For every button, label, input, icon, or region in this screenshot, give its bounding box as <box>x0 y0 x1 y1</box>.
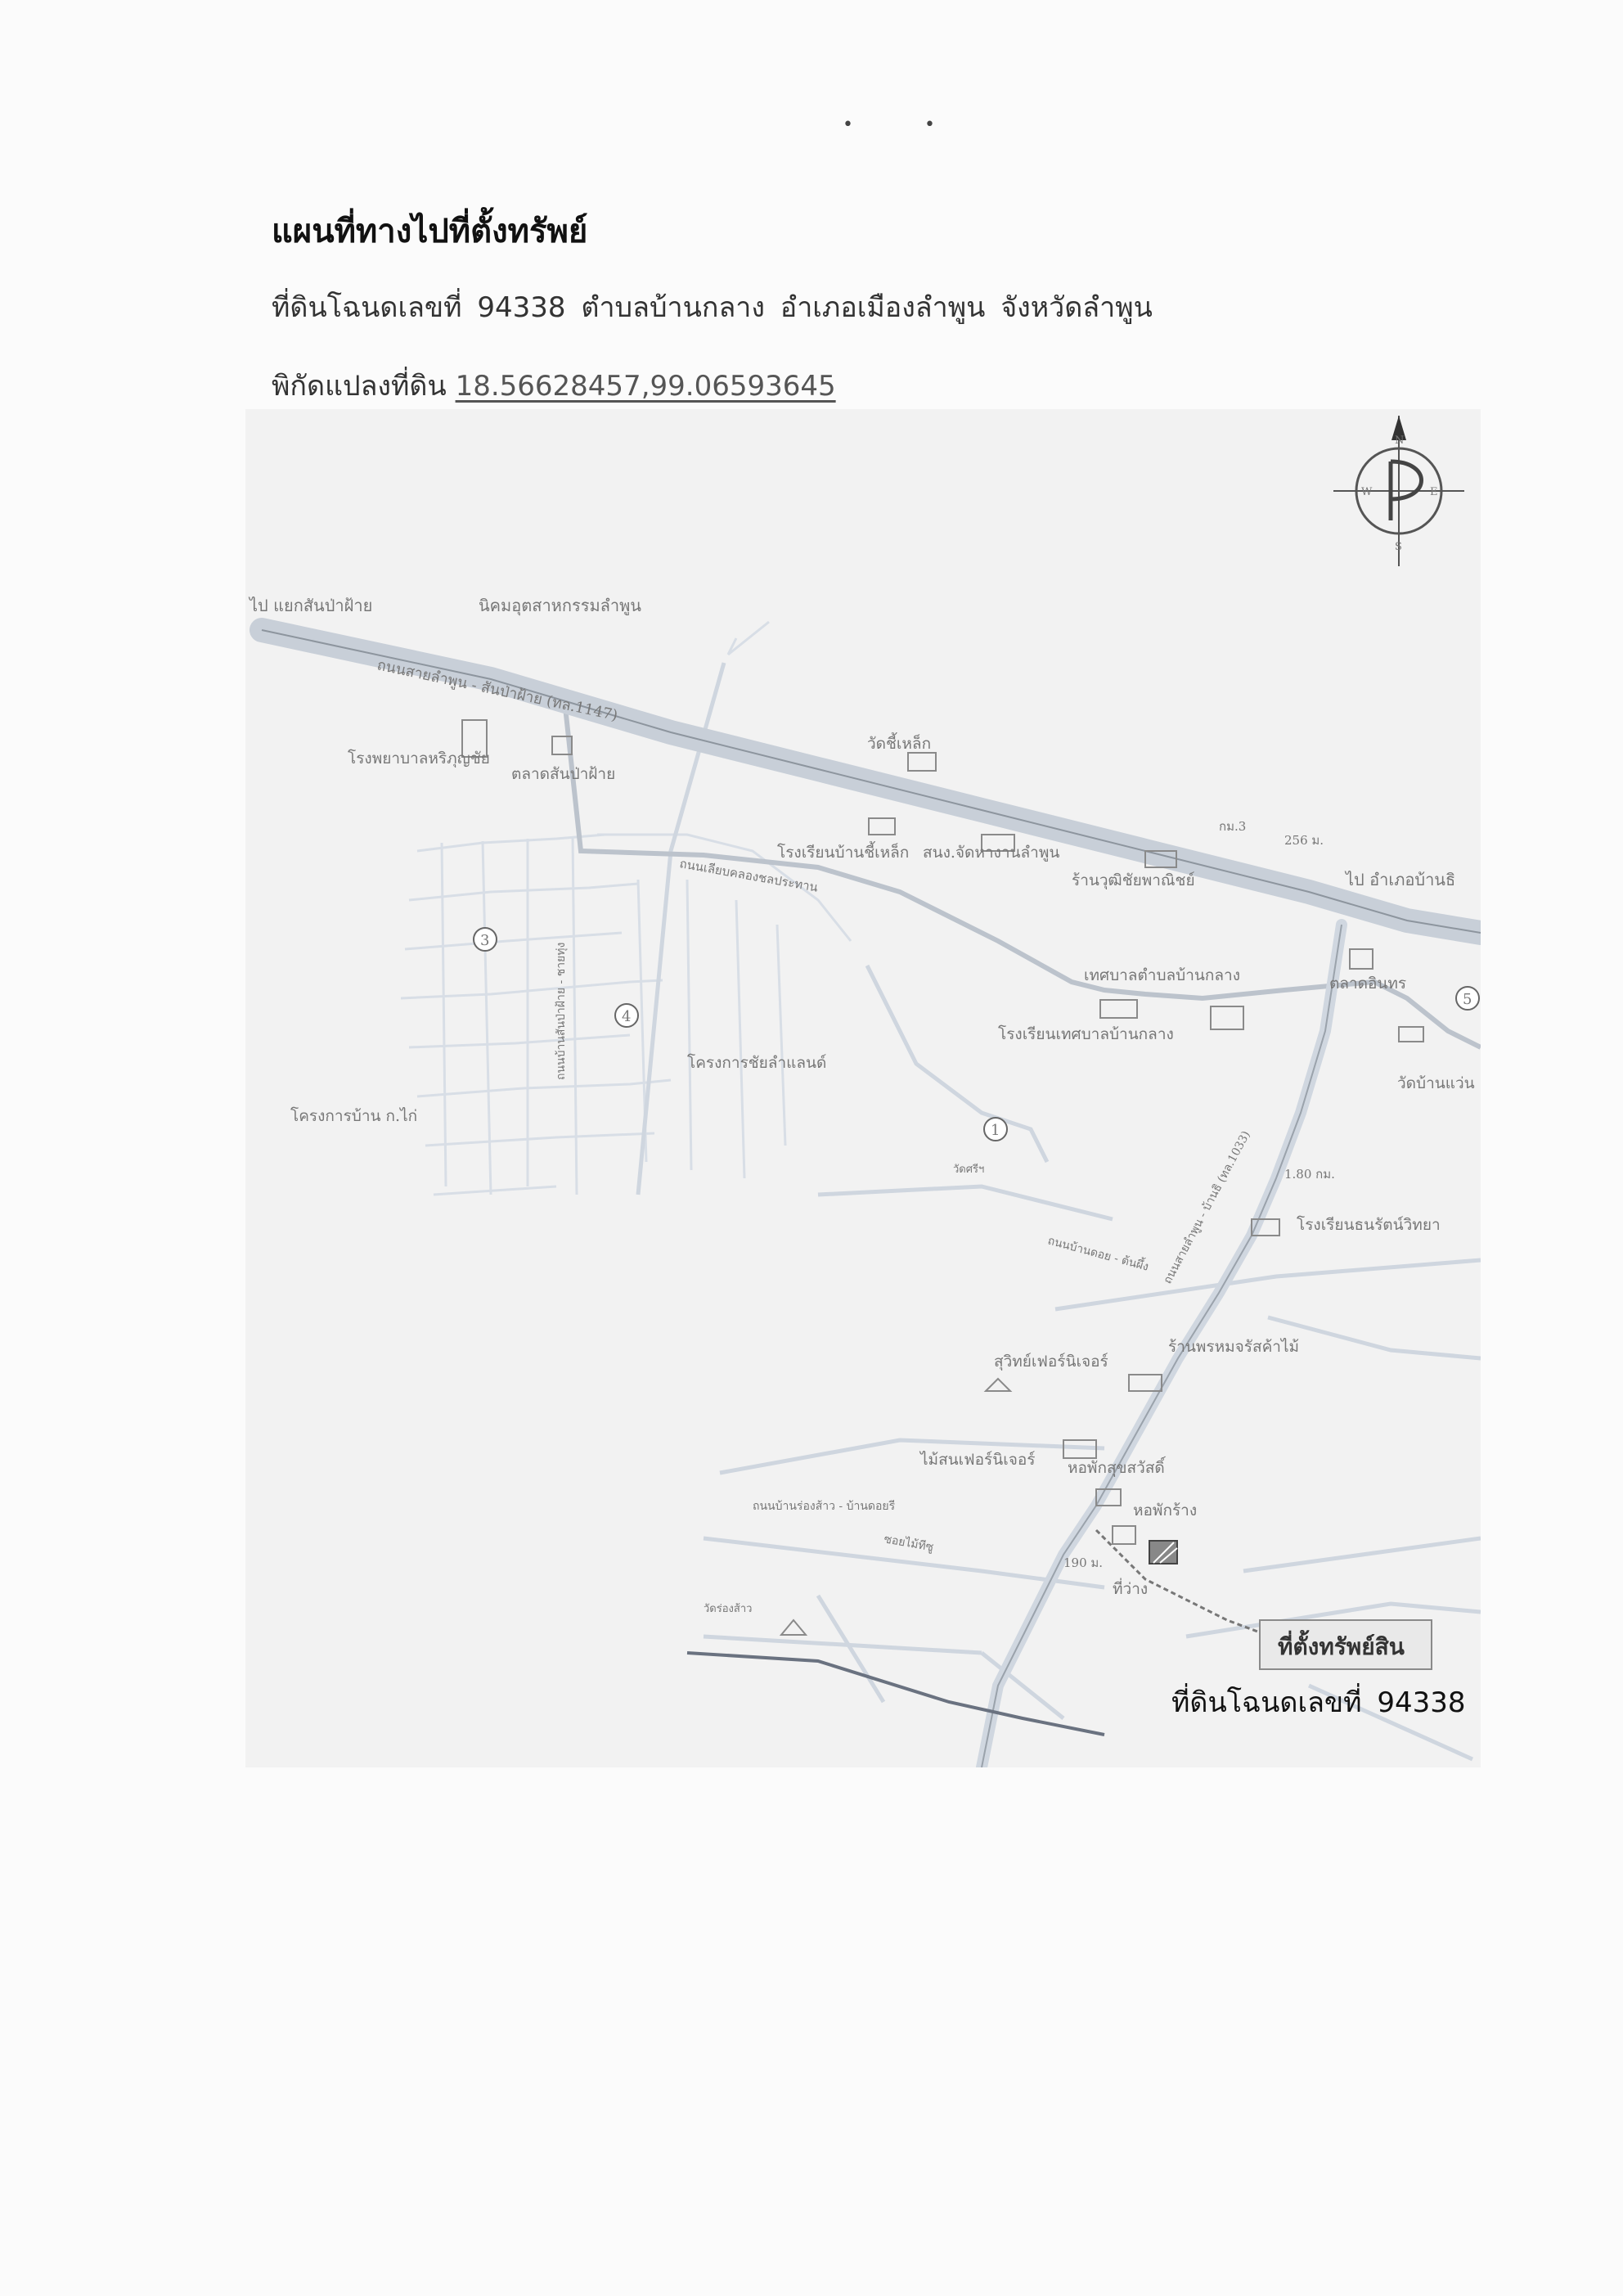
property-label-box <box>1259 1619 1432 1670</box>
label-market-inthon: ตลาดอินทร <box>1329 975 1406 993</box>
label-project-chaiyaland: โครงการชัยลำแลนด์ <box>687 1053 826 1072</box>
label-labor-office: สนง.จัดหางานลำพูน <box>923 844 1059 862</box>
page-title: แผนที่ทางไปที่ตั้งทรัพย์ <box>272 212 588 250</box>
label-dorm-kwang: หอพักร้าง <box>1133 1501 1197 1519</box>
compass-e: E <box>1430 486 1438 498</box>
label-km-180: 1.80 กม. <box>1284 1167 1335 1182</box>
label-to-saraphi: ไป แยกสันป่าฝ้าย <box>248 596 372 615</box>
deed-caption: ที่ดินโฉนดเลขที่ 94338 <box>1171 1686 1466 1719</box>
property-path <box>1095 1528 1293 1646</box>
label-school-chi-lek: โรงเรียนบ้านชี้เหล็ก <box>777 841 909 862</box>
label-wat-ban-waen: วัดบ้านแว่น <box>1397 1074 1475 1092</box>
compass-w: W <box>1361 486 1373 498</box>
marker-4: 4 <box>622 1008 631 1025</box>
compass-s: S <box>1395 541 1402 553</box>
street-grid <box>400 620 852 1196</box>
label-shop-wutthi: ร้านวุฒิชัยพาณิชย์ <box>1072 871 1195 890</box>
label-vacant: ที่ว่าง <box>1113 1578 1148 1598</box>
label-bankhlang-municipality: เทศบาลตำบลบ้านกลาง <box>1084 966 1240 984</box>
coord-link[interactable]: 18.56628457,99.06593645 <box>455 370 836 403</box>
label-km-256: 256 ม. <box>1284 833 1324 848</box>
secondary-roads <box>636 662 1481 1762</box>
map-markers <box>473 927 1480 1141</box>
label-dorm-suksawat: หอพักสุขสวัสดิ์ <box>1068 1456 1167 1478</box>
compass-icon: N S W E <box>1333 416 1464 566</box>
marker-5: 5 <box>1463 991 1472 1008</box>
compass-n: N <box>1395 434 1404 447</box>
label-industrial-estate: นิคมอุตสาหกรรมลำพูน <box>479 596 641 616</box>
label-hospital: โรงพยาบาลหริภุญชัย <box>348 749 490 768</box>
label-km-190: 190 ม. <box>1063 1555 1103 1570</box>
river <box>686 1651 1105 1736</box>
property-label: ที่ตั้งทรัพย์สิน <box>1278 1629 1405 1660</box>
label-km-3: กม.3 <box>1219 819 1246 834</box>
canal-road <box>562 699 1481 1050</box>
label-to-amphoe: ไป อำเภอบ้านธิ <box>1344 870 1455 889</box>
label-wat-si: วัดศรีฯ <box>953 1163 984 1176</box>
label-school-municipal: โรงเรียนเทศบาลบ้านกลาง <box>998 1024 1174 1043</box>
property-marker[interactable] <box>1149 1540 1178 1564</box>
label-shop-phrom: ร้านพรหมจรัสค้าไม้ <box>1168 1338 1299 1356</box>
label-road-lamphun-side: ถนนบ้านสันป่าฝ้าย - ชายทุ่ง <box>555 943 568 1080</box>
label-project-ban-kokai: โครงการบ้าน ก.ไก่ <box>290 1106 417 1125</box>
building-icon <box>461 719 1424 1636</box>
label-wat-rong: วัดร่องส้าว <box>704 1603 752 1615</box>
label-suwit-furniture: สุวิทย์เฟอร์นิเจอร์ <box>994 1353 1108 1371</box>
marker-3: 3 <box>480 932 489 949</box>
coordinates-line: พิกัดแปลงที่ดิน 18.56628457,99.06593645 <box>272 363 836 407</box>
page-mark: • • <box>843 115 968 135</box>
marker-1: 1 <box>991 1122 1000 1139</box>
map-background <box>245 409 1481 1767</box>
label-wat-chi-lek: วัดชี้เหล็ก <box>867 732 931 753</box>
label-road-bottom: ถนนบ้านร่องส้าว - บ้านดอยรี <box>753 1500 896 1513</box>
label-maisen-furniture: ไม้สนเฟอร์นิเจอร์ <box>919 1451 1035 1469</box>
label-market-sanpafai: ตลาดสันป่าฝ้าย <box>511 765 615 783</box>
coord-label: พิกัดแปลงที่ดิน <box>272 370 447 403</box>
route-map: N S W E <box>245 409 1481 1767</box>
label-school-thanarat: โรงเรียนธนรัตน์วิทยา <box>1297 1215 1441 1234</box>
land-info: ที่ดินโฉนดเลขที่ 94338 ตำบลบ้านกลาง อำเภ… <box>272 291 1153 324</box>
